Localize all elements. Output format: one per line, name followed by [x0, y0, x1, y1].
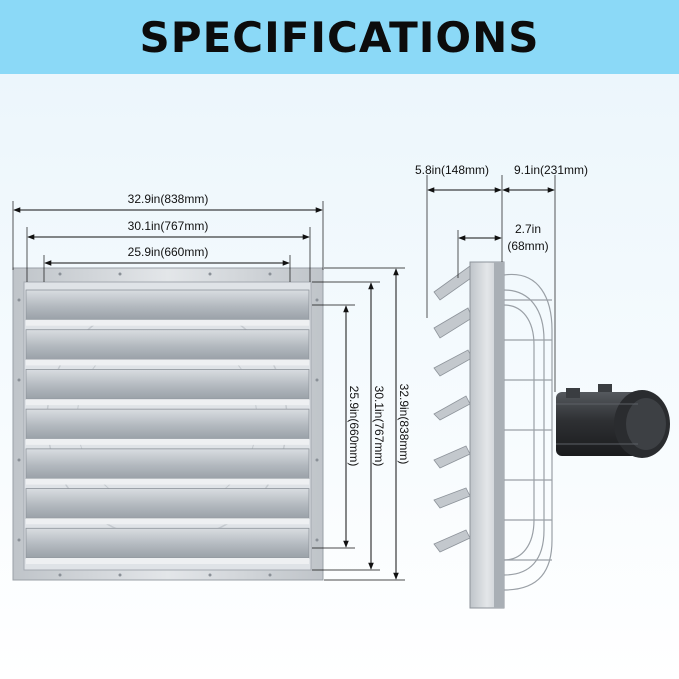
louver-gap [26, 438, 309, 445]
louver-blade [25, 369, 310, 400]
title-banner: SPECIFICATIONS [0, 0, 679, 74]
louver-blade [25, 329, 310, 360]
louver-group [25, 289, 310, 564]
louver-blade [25, 448, 310, 479]
width-middle-label: 30.1in(767mm) [128, 219, 209, 233]
height-inner-label: 25.9in(660mm) [347, 386, 361, 467]
page-title: SPECIFICATIONS [139, 12, 540, 62]
screw-holes [17, 272, 319, 577]
width-inner-label: 25.9in(660mm) [128, 245, 209, 259]
louver-blade [25, 488, 310, 519]
frame-depth-label-line1: 2.7in [515, 222, 541, 236]
open-louvers [433, 265, 475, 553]
louver-blade [25, 408, 310, 440]
height-middle-label: 30.1in(767mm) [372, 386, 386, 467]
louver-gap [26, 399, 309, 406]
louver-blade [25, 289, 310, 321]
louver-gap [26, 359, 309, 366]
side-frame-flange [494, 262, 504, 608]
side-view-fan [433, 261, 670, 609]
louver-gap [26, 518, 309, 525]
louver-gap [26, 558, 309, 564]
side-depth-dimensions [426, 175, 556, 392]
louver-gap [26, 478, 309, 485]
motor-junction-box [566, 388, 580, 398]
depth-shutter-label: 5.8in(148mm) [415, 163, 489, 177]
louver-gap [26, 319, 309, 326]
front-view-shutter [12, 267, 324, 581]
louver-blade [25, 527, 310, 559]
front-height-dimensions [312, 267, 405, 581]
width-outer-label: 32.9in(838mm) [128, 192, 209, 206]
fan-guard-cage [503, 273, 553, 591]
height-outer-label: 32.9in(838mm) [397, 384, 411, 465]
front-width-dimensions [12, 201, 324, 282]
frame-depth-label-line2: (68mm) [507, 239, 548, 253]
depth-fan-label: 9.1in(231mm) [514, 163, 588, 177]
